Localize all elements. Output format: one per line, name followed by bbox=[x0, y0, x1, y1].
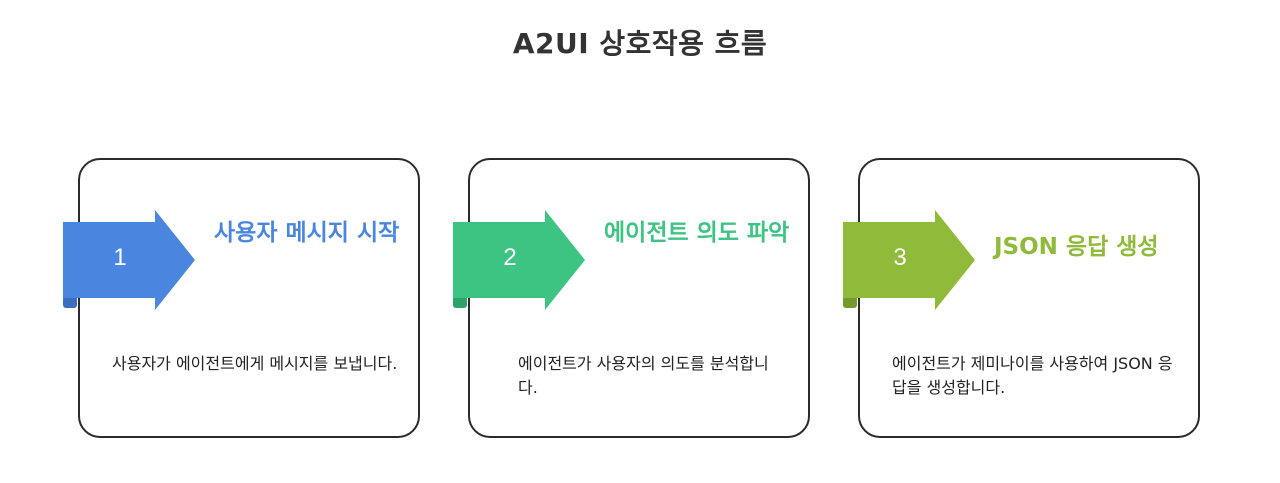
step-heading-1: 사용자 메시지 시작 bbox=[214, 220, 400, 246]
step-description-2: 에이전트가 사용자의 의도를 분석합니다. bbox=[518, 354, 769, 397]
step-card-2 bbox=[468, 158, 810, 438]
step-number-3: 3 bbox=[893, 244, 907, 271]
step-number-2: 2 bbox=[503, 244, 517, 271]
step-description-1: 사용자가 에이전트에게 메시지를 보냅니다. bbox=[112, 354, 398, 373]
step-arrow-1: 1 bbox=[63, 210, 195, 310]
step-number-1: 1 bbox=[113, 244, 127, 271]
step-arrow-2: 2 bbox=[453, 210, 585, 310]
step-description-3: 에이전트가 제미나이를 사용하여 JSON 응답을 생성합니다. bbox=[892, 354, 1173, 397]
diagram-title: A2UI 상호작용 흐름 bbox=[512, 27, 768, 60]
step-arrow-3: 3 bbox=[843, 210, 975, 310]
step-heading-2: 에이전트 의도 파악 bbox=[604, 220, 790, 246]
step-heading-3: JSON 응답 생성 bbox=[994, 234, 1159, 260]
